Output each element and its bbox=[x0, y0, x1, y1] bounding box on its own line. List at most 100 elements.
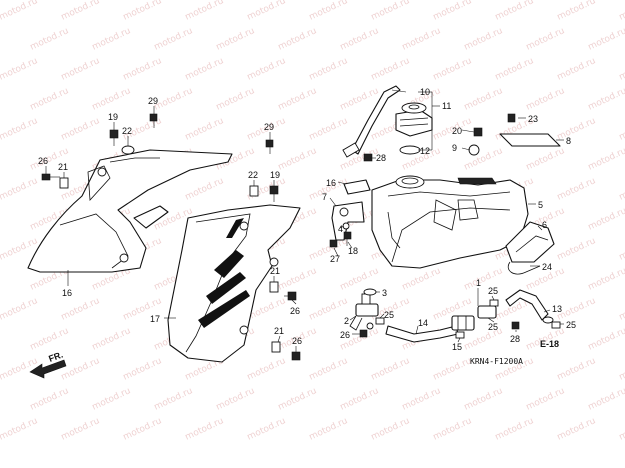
tank-cushion bbox=[343, 179, 371, 195]
label-21b: 21 bbox=[270, 266, 280, 276]
tank-plate-8 bbox=[499, 133, 561, 147]
label-8: 8 bbox=[566, 136, 571, 146]
watermark-text: motod.ru bbox=[184, 56, 226, 83]
label-19: 19 bbox=[108, 112, 118, 122]
watermark-text: motod.ru bbox=[60, 56, 102, 83]
watermark-text: motod.ru bbox=[184, 0, 226, 23]
label-1: 1 bbox=[476, 278, 481, 288]
diagram-code: KRN4-F1200A bbox=[470, 357, 523, 366]
bolt-20 bbox=[473, 127, 483, 137]
bolt-26-valve bbox=[359, 329, 368, 338]
watermark-text: motod.ru bbox=[277, 86, 319, 113]
watermark-text: motod.ru bbox=[277, 386, 319, 413]
watermark-text: motod.ru bbox=[463, 26, 505, 53]
fuel-valve-2 bbox=[349, 293, 379, 331]
watermark-text: motod.ru bbox=[463, 86, 505, 113]
watermark-text: motod.ru bbox=[308, 356, 350, 383]
bolt-18 bbox=[343, 231, 352, 246]
tank-bracket-7 bbox=[331, 201, 365, 241]
tank-emblem bbox=[457, 177, 497, 185]
label-29b: 29 bbox=[264, 122, 274, 132]
tank-rubber-6 bbox=[505, 221, 555, 263]
watermark-text: motod.ru bbox=[587, 26, 625, 53]
label-26: 26 bbox=[38, 156, 48, 166]
collar-22-mid bbox=[249, 185, 259, 197]
watermark-text: motod.ru bbox=[29, 326, 71, 353]
watermark-text: motod.ru bbox=[587, 86, 625, 113]
bolt-19-mid bbox=[269, 185, 279, 202]
watermark-text: motod.ru bbox=[432, 416, 474, 443]
label-20: 20 bbox=[452, 126, 462, 136]
watermark-text: motod.ru bbox=[122, 56, 164, 83]
watermark-text: motod.ru bbox=[432, 0, 474, 23]
watermark-text: motod.ru bbox=[370, 416, 412, 443]
label-28b: 28 bbox=[510, 334, 520, 344]
bolt-26-right-top bbox=[284, 291, 297, 301]
watermark-text: motod.ru bbox=[91, 26, 133, 53]
label-25b: 25 bbox=[488, 286, 498, 296]
watermark-text: motod.ru bbox=[60, 0, 102, 23]
watermark-text: motod.ru bbox=[339, 266, 381, 293]
fuel-tube-13 bbox=[505, 289, 549, 321]
label-27: 27 bbox=[330, 254, 340, 264]
label-26d: 26 bbox=[340, 330, 350, 340]
watermark-text: motod.ru bbox=[308, 0, 350, 23]
watermark-text: motod.ru bbox=[556, 356, 598, 383]
watermark-text: motod.ru bbox=[401, 26, 443, 53]
watermark-text: motod.ru bbox=[587, 206, 625, 233]
label-28: 28 bbox=[376, 153, 386, 163]
watermark-text: motod.ru bbox=[339, 26, 381, 53]
watermark-text: motod.ru bbox=[587, 266, 625, 293]
watermark-text: motod.ru bbox=[215, 386, 257, 413]
watermark-text: motod.ru bbox=[91, 386, 133, 413]
watermark-text: motod.ru bbox=[556, 116, 598, 143]
label-5: 5 bbox=[538, 200, 543, 210]
watermark-text: motod.ru bbox=[494, 56, 536, 83]
watermark-text: motod.ru bbox=[618, 0, 625, 23]
watermark-text: motod.ru bbox=[525, 146, 567, 173]
watermark-text: motod.ru bbox=[339, 386, 381, 413]
clip-25-b bbox=[489, 299, 499, 307]
bolt-28-tank bbox=[363, 153, 373, 162]
label-3: 3 bbox=[382, 288, 387, 298]
label-2: 2 bbox=[344, 316, 349, 326]
left-shroud-16 bbox=[27, 149, 233, 273]
label-6: 6 bbox=[542, 220, 547, 230]
watermark-text: motod.ru bbox=[122, 0, 164, 23]
watermark-text: motod.ru bbox=[153, 86, 195, 113]
front-direction-arrow bbox=[29, 359, 67, 379]
label-25a: 25 bbox=[384, 310, 394, 320]
watermark-text: motod.ru bbox=[556, 416, 598, 443]
watermark-text: motod.ru bbox=[308, 416, 350, 443]
watermark-text: motod.ru bbox=[494, 0, 536, 23]
watermark-text: motod.ru bbox=[246, 56, 288, 83]
label-22b: 22 bbox=[248, 170, 258, 180]
watermark-text: motod.ru bbox=[60, 116, 102, 143]
watermark-text: motod.ru bbox=[215, 86, 257, 113]
bolt-26-right-bottom bbox=[291, 351, 301, 361]
watermark-text: motod.ru bbox=[0, 116, 39, 143]
bolt-28-hose bbox=[511, 321, 520, 330]
watermark-text: motod.ru bbox=[0, 416, 39, 443]
label-14: 14 bbox=[418, 318, 428, 328]
label-25d: 25 bbox=[566, 320, 576, 330]
label-15: 15 bbox=[452, 342, 462, 352]
watermark-text: motod.ru bbox=[0, 176, 39, 203]
clip-29-top bbox=[149, 113, 158, 128]
watermark-text: motod.ru bbox=[556, 0, 598, 23]
label-16: 16 bbox=[62, 288, 72, 298]
watermark-text: motod.ru bbox=[525, 86, 567, 113]
collar-21-right-top bbox=[269, 281, 279, 293]
watermark-text: motod.ru bbox=[215, 26, 257, 53]
label-19b: 19 bbox=[270, 170, 280, 180]
watermark-text: motod.ru bbox=[0, 0, 39, 23]
watermark-text: motod.ru bbox=[432, 356, 474, 383]
watermark-text: motod.ru bbox=[246, 416, 288, 443]
watermark-text: motod.ru bbox=[618, 296, 625, 323]
watermark-text: motod.ru bbox=[463, 386, 505, 413]
label-9: 9 bbox=[452, 143, 457, 153]
right-shroud-17 bbox=[167, 204, 301, 363]
watermark-text: motod.ru bbox=[60, 296, 102, 323]
